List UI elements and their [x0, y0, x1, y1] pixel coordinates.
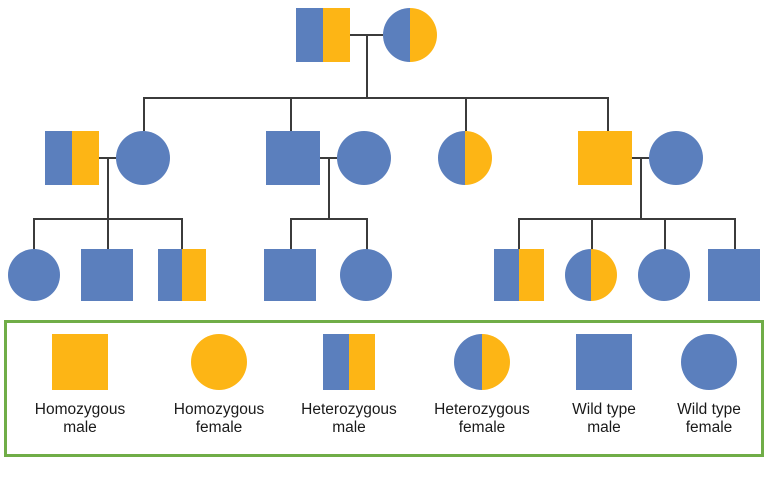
legend-item-wild-type-male: Wild type male [551, 323, 657, 454]
child-drop-II-3 [290, 97, 292, 131]
legend-swatch-wrap [413, 323, 551, 401]
individual-II-5[interactable] [438, 131, 492, 185]
child-drop-III-5 [366, 218, 368, 250]
individual-II-3[interactable] [266, 131, 320, 185]
individual-III-5[interactable] [340, 249, 392, 301]
descent-line-family-a [107, 157, 109, 219]
legend-label: Heterozygous female [434, 401, 530, 437]
individual-III-1[interactable] [8, 249, 60, 301]
child-drop-III-1 [33, 218, 35, 250]
individual-III-6[interactable] [494, 249, 544, 301]
individual-III-3[interactable] [158, 249, 206, 301]
individual-III-2[interactable] [81, 249, 133, 301]
homozygous-male-square-icon [52, 334, 108, 390]
child-drop-III-3 [181, 218, 183, 250]
child-drop-III-8 [664, 218, 666, 250]
individual-III-8[interactable] [638, 249, 690, 301]
individual-II-4[interactable] [337, 131, 391, 185]
child-drop-III-6 [518, 218, 520, 250]
legend-box: Homozygous male Homozygous female Hetero… [4, 320, 764, 457]
individual-II-6[interactable] [578, 131, 632, 185]
wild-type-female-circle-icon [681, 334, 737, 390]
heterozygous-female-circle-icon [454, 334, 510, 390]
legend-label: Wild type female [677, 401, 741, 437]
legend-swatch-wrap [7, 323, 153, 401]
legend-swatch-wrap [551, 323, 657, 401]
sibship-bar-gen2 [143, 97, 609, 99]
child-drop-III-9 [734, 218, 736, 250]
legend-item-heterozygous-male: Heterozygous male [285, 323, 413, 454]
child-drop-III-2 [107, 218, 109, 250]
child-drop-II-6 [607, 97, 609, 131]
legend-label: Homozygous male [34, 401, 126, 437]
individual-II-2[interactable] [45, 131, 99, 185]
legend-swatch-wrap [153, 323, 285, 401]
child-drop-II-1 [143, 97, 145, 131]
wild-type-male-square-icon [576, 334, 632, 390]
homozygous-female-circle-icon [191, 334, 247, 390]
child-drop-III-4 [290, 218, 292, 250]
descent-line-gen1 [366, 34, 368, 98]
child-drop-III-7 [591, 218, 593, 250]
individual-III-7[interactable] [565, 249, 617, 301]
individual-I-1[interactable] [296, 8, 350, 62]
legend-label: Homozygous female [173, 401, 265, 437]
legend-item-wild-type-female: Wild type female [657, 323, 761, 454]
legend-label: Heterozygous male [301, 401, 397, 437]
legend-label: Wild type male [572, 401, 636, 437]
individual-I-2[interactable] [383, 8, 437, 62]
individual-III-4[interactable] [264, 249, 316, 301]
legend-swatch-wrap [285, 323, 413, 401]
legend-item-heterozygous-female: Heterozygous female [413, 323, 551, 454]
legend-item-homozygous-female: Homozygous female [153, 323, 285, 454]
child-drop-II-5 [465, 97, 467, 131]
individual-II-1[interactable] [116, 131, 170, 185]
legend-item-homozygous-male: Homozygous male [7, 323, 153, 454]
legend-swatch-wrap [657, 323, 761, 401]
sibship-bar-family-c [518, 218, 736, 220]
individual-III-9[interactable] [708, 249, 760, 301]
heterozygous-male-square-icon [323, 334, 375, 390]
descent-line-family-b [328, 157, 330, 219]
individual-II-7[interactable] [649, 131, 703, 185]
descent-line-family-c [640, 157, 642, 219]
sibship-bar-family-b [290, 218, 368, 220]
